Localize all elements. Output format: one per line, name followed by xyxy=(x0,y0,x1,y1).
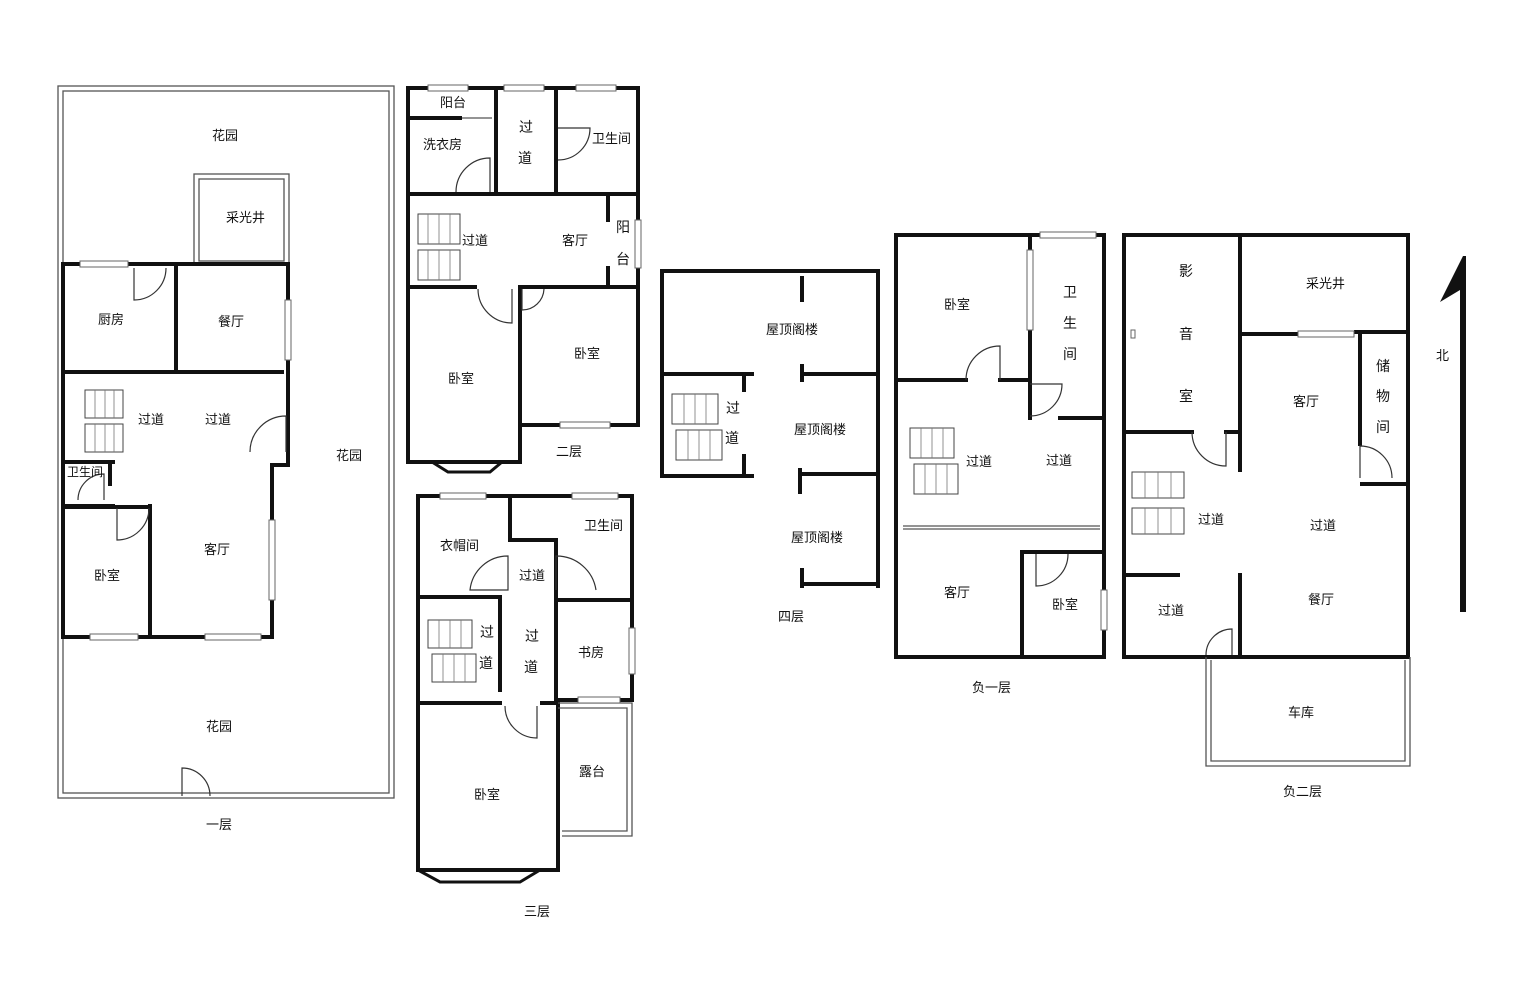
north-compass: 北 xyxy=(1436,256,1466,612)
f2-balcony-side2-label: 台 xyxy=(616,252,630,268)
f4-attic3-label: 屋顶阁楼 xyxy=(791,531,843,546)
f3-hall-mid2-label: 道 xyxy=(524,660,538,676)
f4-floor-caption: 四层 xyxy=(778,610,804,625)
f1-hall2-label: 过道 xyxy=(205,413,231,428)
f1-garden-right-label: 花园 xyxy=(336,448,362,464)
f2-floor-caption: 二层 xyxy=(556,445,582,460)
f3-stair-hall2-label: 道 xyxy=(479,656,493,672)
f1-bathroom-label: 卫生间 xyxy=(67,465,103,479)
f1-garden-bottom-label: 花园 xyxy=(206,719,232,735)
floor-2-plan: 阳台 洗衣房 过 道 卫生间 过道 客厅 阳 台 卧室 卧室 二层 xyxy=(406,84,642,474)
b1-bedroom-top-label: 卧室 xyxy=(944,297,970,313)
floor-1-plan: 花园 采光井 厨房 餐厅 过道 过道 花园 卫生间 卧室 客厅 花园 一层 xyxy=(57,85,395,833)
f4-attic2-label: 屋顶阁楼 xyxy=(794,423,846,438)
b1-bath1-label: 卫 xyxy=(1063,285,1077,301)
f2-bathroom-label: 卫生间 xyxy=(592,132,631,147)
f3-hall-mid1-label: 过 xyxy=(525,629,539,645)
b2-dining-label: 餐厅 xyxy=(1308,592,1334,608)
basement-2-plan: 影 音 室 采光井 客厅 储 物 间 过道 过道 过道 餐厅 车库 负二层 xyxy=(1122,233,1411,800)
f1-hall1-label: 过道 xyxy=(138,413,164,428)
f1-kitchen-label: 厨房 xyxy=(98,312,124,328)
f1-garden-top-label: 花园 xyxy=(212,128,238,144)
b2-storage3-label: 间 xyxy=(1376,420,1390,436)
b2-theater3-label: 室 xyxy=(1179,388,1193,405)
b2-storage2-label: 物 xyxy=(1376,389,1390,405)
f4-hall1-label: 过 xyxy=(726,401,740,417)
b1-floor-caption: 负一层 xyxy=(972,681,1011,696)
north-arrow-icon xyxy=(1440,256,1466,612)
b2-hall-right-label: 过道 xyxy=(1310,519,1336,534)
b2-garage-label: 车库 xyxy=(1288,705,1314,721)
f3-terrace-label: 露台 xyxy=(579,765,605,780)
f3-bedroom-label: 卧室 xyxy=(474,787,500,803)
f1-living-label: 客厅 xyxy=(204,542,230,558)
b2-hall-bottom-label: 过道 xyxy=(1158,604,1184,619)
f3-bathroom-label: 卫生间 xyxy=(584,519,623,534)
f3-hall-top-label: 过道 xyxy=(519,569,545,584)
f2-corridor-v2-label: 道 xyxy=(518,151,532,167)
f1-lightwell-label: 采光井 xyxy=(226,211,265,226)
f3-cloakroom-label: 衣帽间 xyxy=(440,538,479,554)
f2-hall-label: 过道 xyxy=(462,234,488,249)
b1-living-label: 客厅 xyxy=(944,585,970,601)
floor-3-plan: 衣帽间 卫生间 过道 过 道 过 道 书房 卧室 露台 三层 xyxy=(416,492,636,920)
f2-balcony-top-label: 阳台 xyxy=(440,96,466,111)
f4-hall2-label: 道 xyxy=(725,431,739,447)
f2-corridor-v1-label: 过 xyxy=(519,120,533,136)
f3-stair-hall1-label: 过 xyxy=(480,625,494,641)
compass-label: 北 xyxy=(1436,349,1449,364)
floor-4-plan: 屋顶阁楼 屋顶阁楼 屋顶阁楼 过 道 四层 xyxy=(660,269,880,625)
f1-bedroom-label: 卧室 xyxy=(94,568,120,584)
f2-living-label: 客厅 xyxy=(562,233,588,249)
b2-floor-caption: 负二层 xyxy=(1283,785,1322,800)
b2-hall-left-label: 过道 xyxy=(1198,513,1224,528)
b2-lightwell-label: 采光井 xyxy=(1306,277,1345,292)
b1-bath2-label: 生 xyxy=(1063,316,1077,332)
b1-hall-left-label: 过道 xyxy=(966,455,992,470)
b2-theater2-label: 音 xyxy=(1179,326,1193,343)
basement-1-plan: 卧室 卫 生 间 过道 过道 客厅 卧室 负一层 xyxy=(894,231,1108,696)
f4-attic1-label: 屋顶阁楼 xyxy=(766,323,818,338)
b2-living-label: 客厅 xyxy=(1293,394,1319,410)
b1-bath3-label: 间 xyxy=(1063,347,1077,363)
f1-dining-label: 餐厅 xyxy=(218,314,244,330)
b1-hall-right-label: 过道 xyxy=(1046,454,1072,469)
b2-storage1-label: 储 xyxy=(1376,359,1390,375)
f2-laundry-label: 洗衣房 xyxy=(423,137,462,153)
f2-bedroom-right-label: 卧室 xyxy=(574,346,600,362)
f1-floor-caption: 一层 xyxy=(206,818,232,833)
b1-bedroom-bottom-label: 卧室 xyxy=(1052,597,1078,613)
f3-study-label: 书房 xyxy=(578,645,604,661)
f2-bedroom-left-label: 卧室 xyxy=(448,371,474,387)
b2-theater1-label: 影 xyxy=(1179,264,1193,280)
f3-floor-caption: 三层 xyxy=(524,905,550,920)
f2-balcony-side1-label: 阳 xyxy=(616,220,630,236)
